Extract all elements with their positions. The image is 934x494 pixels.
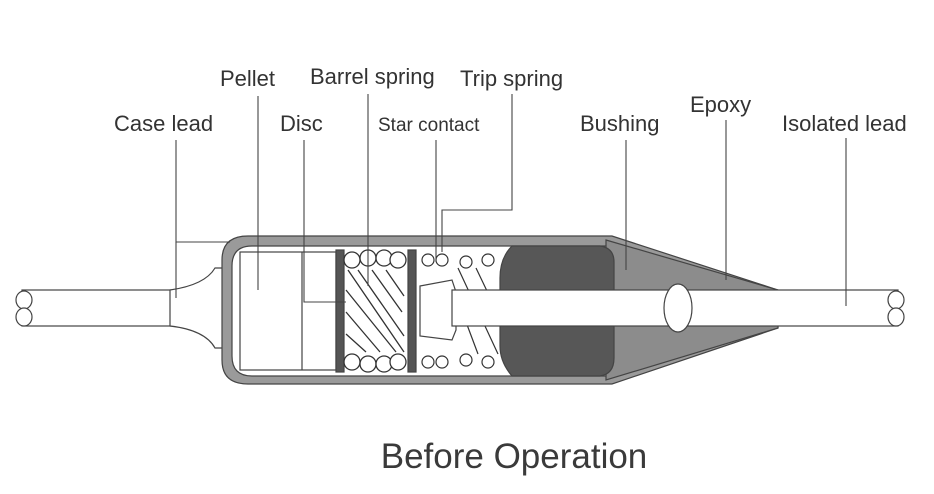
case-lead-wire bbox=[15, 267, 241, 349]
isolated-lead-wire bbox=[451, 283, 905, 333]
labels: Case lead Pellet Disc Barrel spring Star… bbox=[114, 64, 907, 136]
star-contact bbox=[419, 279, 457, 341]
label-bushing: Bushing bbox=[580, 111, 660, 136]
label-disc: Disc bbox=[280, 111, 323, 136]
second-disc bbox=[407, 249, 417, 373]
leader-lines bbox=[175, 94, 847, 306]
label-pellet: Pellet bbox=[220, 66, 275, 91]
label-barrel-spring: Barrel spring bbox=[310, 64, 435, 89]
disc-leader bbox=[303, 140, 346, 303]
disc bbox=[335, 249, 345, 373]
pellet bbox=[239, 251, 337, 371]
label-case-lead: Case lead bbox=[114, 111, 213, 136]
case-lead-leader bbox=[175, 140, 230, 243]
diagram-caption: Before Operation bbox=[381, 437, 648, 476]
label-star-contact: Star contact bbox=[378, 115, 480, 136]
label-epoxy: Epoxy bbox=[690, 92, 751, 117]
label-trip-spring: Trip spring bbox=[460, 66, 563, 91]
label-isolated-lead: Isolated lead bbox=[782, 111, 907, 136]
trip-spring-leader bbox=[441, 94, 513, 252]
barrel-spring bbox=[343, 249, 407, 373]
